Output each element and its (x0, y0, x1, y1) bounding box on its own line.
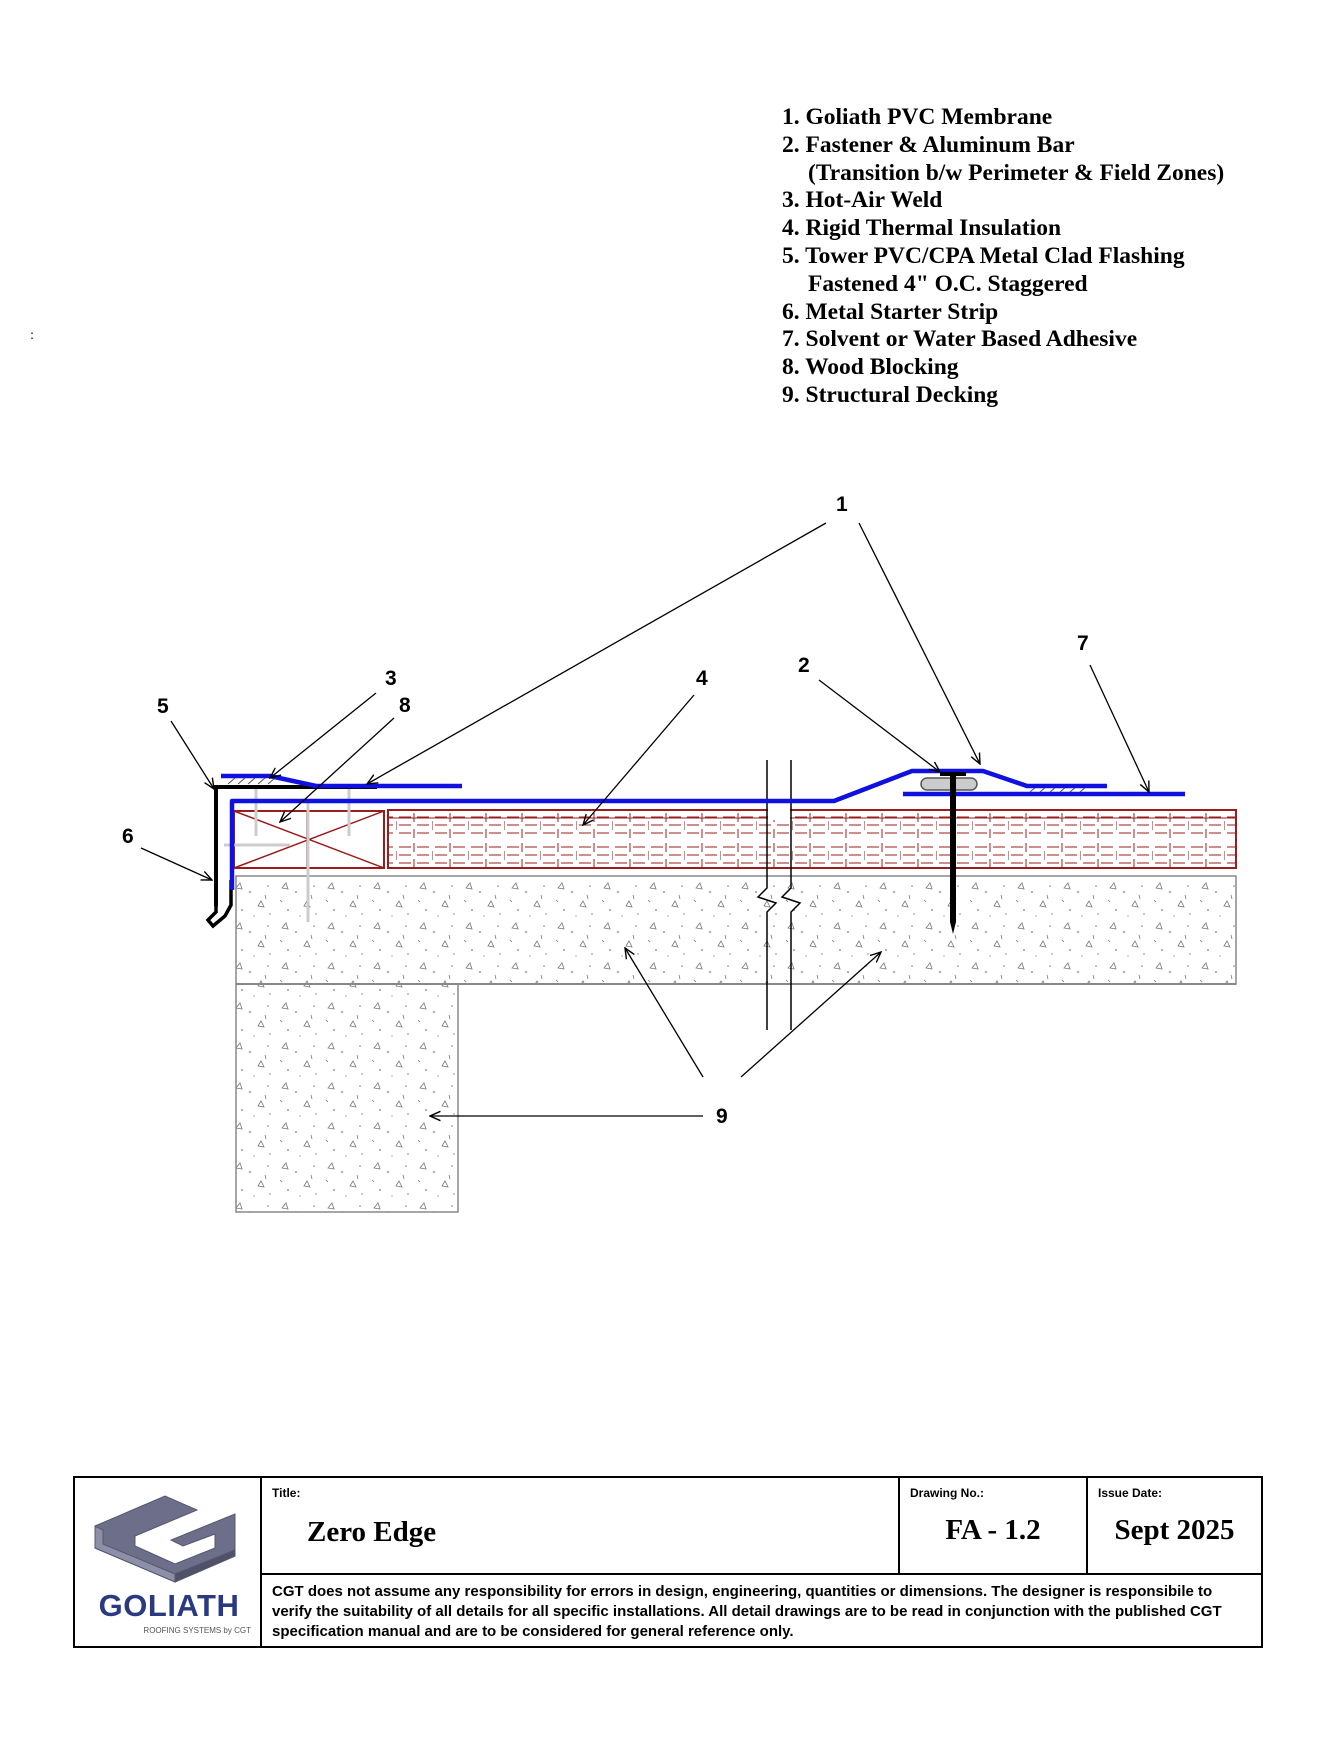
issue-date-label: Issue Date: (1098, 1486, 1163, 1500)
logo-cell: GOLIATH ROOFING SYSTEMS by CGT (75, 1478, 262, 1646)
callout-5: 5 (157, 695, 169, 718)
callout-8: 8 (399, 694, 411, 717)
callout-4: 4 (696, 667, 708, 690)
legend-item-1: 1. Goliath PVC Membrane (782, 104, 1053, 130)
legend-item-2: 2. Fastener & Aluminum Bar (782, 131, 1075, 158)
legend-item-4: 4. Rigid Thermal Insulation (782, 215, 1062, 242)
legend-item-5: 5. Tower PVC/CPA Metal Clad Flashing (782, 242, 1185, 269)
roof-edge-detail-drawing: 1 2 3 4 5 6 7 8 9 (122, 493, 1237, 1213)
issue-date-cell: Issue Date: Sept 2025 (1088, 1478, 1261, 1575)
callout-1: 1 (836, 493, 848, 516)
callout-9: 9 (716, 1105, 728, 1128)
fastener (940, 772, 966, 934)
callout-7: 7 (1077, 632, 1089, 655)
stray-mark: : (30, 328, 35, 342)
title-value: Zero Edge (307, 1516, 437, 1548)
drawing-number-label: Drawing No.: (910, 1486, 984, 1500)
structural-deck-slab (235, 875, 1237, 985)
title-label: Title: (272, 1486, 301, 1500)
legend-item-7: 7. Solvent or Water Based Adhesive (782, 326, 1138, 353)
metal-starter-strip (205, 880, 233, 929)
drawing-number-cell: Drawing No.: FA - 1.2 (900, 1478, 1088, 1575)
legend-item-8: 8. Wood Blocking (782, 354, 959, 381)
drawing-number-value: FA - 1.2 (945, 1514, 1041, 1546)
leader-lines (140, 522, 1149, 1116)
legend-item-6: 6. Metal Starter Strip (782, 298, 999, 325)
structural-beam (235, 983, 459, 1213)
legend-item-5-continuation: Fastened 4" O.C. Staggered (808, 270, 1088, 297)
legend-item-9: 9. Structural Decking (782, 381, 999, 408)
adhesive-hatch (227, 777, 1088, 793)
legend-item-3: 3. Hot-Air Weld (782, 187, 943, 214)
brand-subtitle: ROOFING SYSTEMS by CGT (143, 1626, 251, 1635)
legend-list: 1. Goliath PVC Membrane 2. Fastener & Al… (782, 104, 1322, 410)
issue-date-value: Sept 2025 (1114, 1514, 1235, 1546)
callout-3: 3 (385, 667, 397, 690)
callout-2: 2 (798, 654, 810, 677)
legend-item-2-continuation: (Transition b/w Perimeter & Field Zones) (808, 159, 1225, 186)
rigid-insulation (387, 809, 1237, 869)
break-line (756, 760, 802, 1030)
goliath-logo-icon (94, 1495, 236, 1583)
brand-name: GOLIATH (98, 1588, 240, 1623)
title-cell: Title: Zero Edge (262, 1478, 900, 1575)
callout-6: 6 (122, 825, 134, 848)
blocking-fasteners (224, 786, 351, 922)
aluminum-bar (920, 777, 978, 791)
title-block: GOLIATH ROOFING SYSTEMS by CGT Title: Ze… (73, 1476, 1263, 1648)
disclaimer-text: CGT does not assume any responsibility f… (272, 1583, 1222, 1640)
